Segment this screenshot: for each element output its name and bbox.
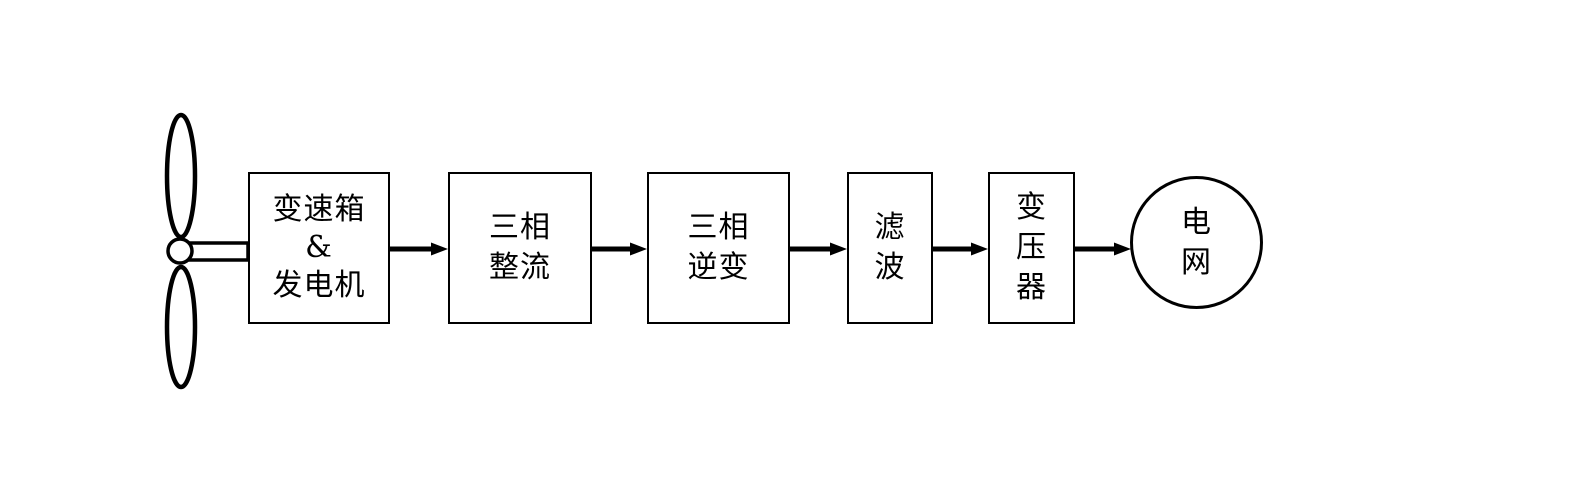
- flow-arrow: [933, 242, 988, 256]
- node-label: 三相 逆变: [687, 210, 750, 285]
- node-label: 三相 整流: [489, 210, 551, 285]
- node-three-phase-inverter: 三相 逆变: [647, 172, 790, 324]
- node-label: 电 网: [1181, 204, 1212, 280]
- flow-arrow: [390, 242, 448, 256]
- node-gearbox-generator: 变速箱 & 发电机: [248, 172, 390, 324]
- flow-arrow: [592, 242, 647, 256]
- flow-arrow: [790, 242, 847, 256]
- node-label: 变速箱 & 发电机: [272, 192, 366, 303]
- node-filter: 滤 波: [847, 172, 933, 324]
- node-label: 变 压 器: [1016, 190, 1047, 305]
- flow-arrow: [1075, 242, 1131, 256]
- node-power-grid: 电 网: [1130, 176, 1263, 309]
- wind-turbine-icon: [164, 112, 250, 390]
- node-three-phase-rectifier: 三相 整流: [448, 172, 592, 324]
- node-label: 滤 波: [874, 210, 906, 285]
- node-transformer: 变 压 器: [988, 172, 1075, 324]
